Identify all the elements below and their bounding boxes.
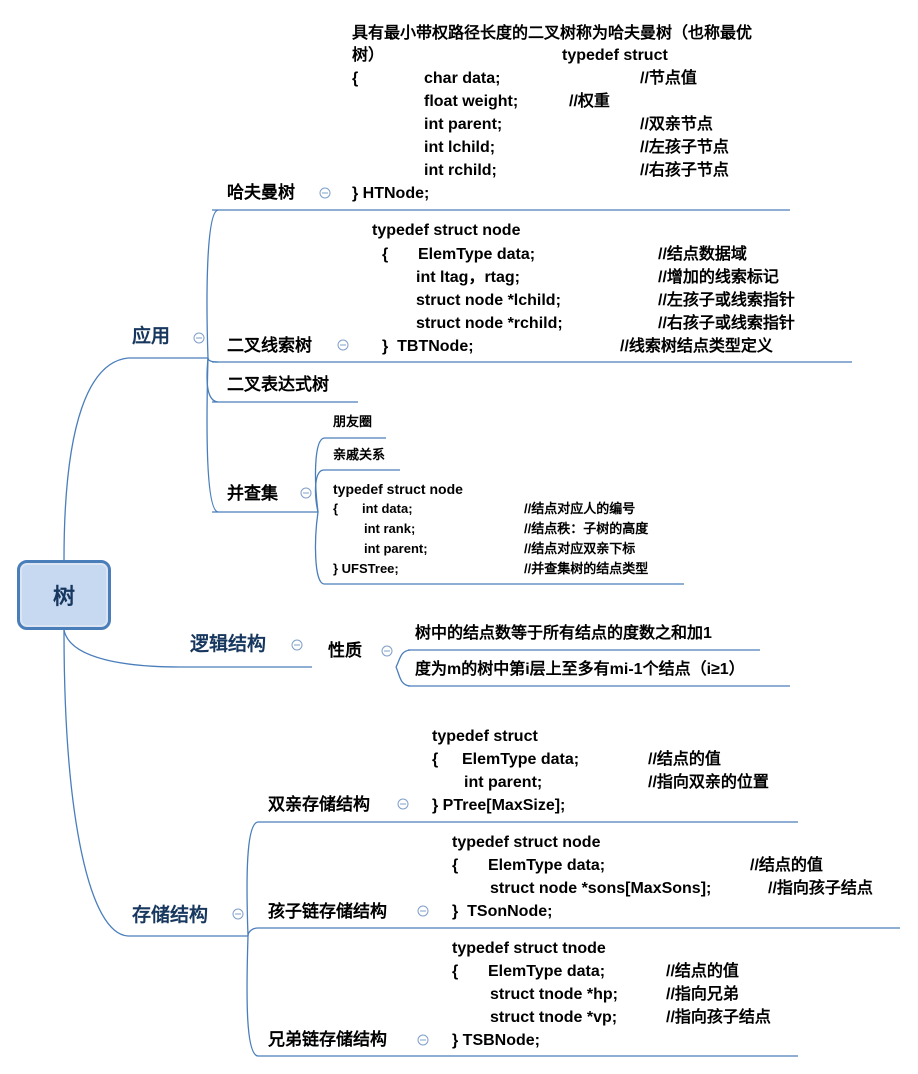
parent-line: int parent; (464, 774, 543, 791)
ufs-comment: //结点秩：子树的高度 (524, 521, 649, 536)
huffman-label[interactable]: 哈夫曼树 (227, 183, 295, 202)
parent-line: } PTree[MaxSize]; (432, 797, 566, 814)
threaded-comment: //增加的线索标记 (658, 269, 779, 286)
collapse-minus-icon[interactable] (319, 187, 331, 199)
huffman-line: int rchild; (424, 162, 497, 179)
ufs-line: } UFSTree; (333, 561, 399, 576)
threaded-line: } TBTNode; (382, 338, 474, 355)
prop-item[interactable]: 度为m的树中第i层上至多有mi-1个结点（i≥1） (415, 661, 745, 678)
collapse-minus-icon[interactable] (300, 487, 312, 499)
childlink-line: ElemType data; (488, 857, 606, 874)
ufs-line: int parent; (364, 541, 428, 556)
threaded-label[interactable]: 二叉线索树 (227, 336, 312, 355)
threaded-line: { (382, 246, 389, 263)
ufs-line: typedef struct node (333, 481, 463, 497)
collapse-minus-icon[interactable] (291, 639, 303, 651)
sibling-comment: //指向兄弟 (666, 986, 739, 1003)
huffman-line: int lchild; (424, 139, 496, 156)
collapse-minus-icon[interactable] (232, 908, 244, 920)
connector-root-storage (63, 629, 129, 937)
branch-storage-label[interactable]: 存储结构 (132, 905, 209, 926)
parent-comment: //结点的值 (648, 751, 721, 768)
childlink-storage-label[interactable]: 孩子链存储结构 (268, 902, 387, 921)
sibling-comment: //结点的值 (666, 963, 739, 980)
parent-line: { (432, 751, 439, 768)
huffman-comment: //左孩子节点 (640, 139, 729, 156)
huffman-line: 具有最小带权路径长度的二叉树称为哈夫曼树（也称最优 (352, 25, 753, 42)
ufs-line: int rank; (364, 521, 416, 536)
collapse-minus-icon[interactable] (417, 905, 429, 917)
sibling-line: struct tnode *hp; (490, 986, 618, 1003)
sibling-line: } TSBNode; (452, 1032, 540, 1049)
ufs-item[interactable]: 朋友圈 (333, 414, 373, 429)
huffman-comment: //权重 (569, 93, 610, 110)
huffman-line: int parent; (424, 116, 503, 133)
huffman-line: float weight; (424, 93, 519, 110)
sibling-line: ElemType data; (488, 963, 606, 980)
threaded-line: typedef struct node (372, 222, 521, 239)
collapse-minus-icon[interactable] (417, 1034, 429, 1046)
collapse-minus-icon[interactable] (193, 332, 205, 344)
threaded-line: ElemType data; (418, 246, 536, 263)
childlink-comment: //指向孩子结点 (768, 880, 873, 897)
huffman-line: 树） (352, 47, 385, 64)
huffman-comment: //右孩子节点 (640, 162, 729, 179)
collapse-minus-icon[interactable] (397, 798, 409, 810)
parent-line: typedef struct (432, 728, 538, 745)
childlink-comment: //结点的值 (750, 857, 823, 874)
threaded-line: struct node *lchild; (416, 292, 561, 309)
threaded-line: struct node *rchild; (416, 315, 563, 332)
branch-logic-label[interactable]: 逻辑结构 (190, 634, 267, 655)
ufs-line: int data; (362, 501, 413, 516)
childlink-line: struct node *sons[MaxSons]; (490, 880, 712, 897)
ufs-comment: //结点对应双亲下标 (524, 541, 636, 556)
parent-comment: //指向双亲的位置 (648, 774, 769, 791)
ufs-line: { (333, 501, 339, 516)
huffman-line: char data; (424, 70, 501, 87)
sibling-line: struct tnode *vp; (490, 1009, 618, 1026)
sibling-comment: //指向孩子结点 (666, 1009, 771, 1026)
connector-root-app (63, 357, 129, 561)
threaded-line: int ltag，rtag; (416, 269, 520, 286)
childlink-line: typedef struct node (452, 834, 601, 851)
childlink-line: } TSonNode; (452, 903, 553, 920)
expr-tree-label[interactable]: 二叉表达式树 (227, 375, 329, 394)
huffman-comment: //双亲节点 (640, 116, 713, 133)
threaded-comment: //线索树结点类型定义 (620, 338, 773, 355)
parent-storage-label[interactable]: 双亲存储结构 (268, 795, 370, 814)
root-label: 树 (52, 584, 75, 609)
parent-line: ElemType data; (462, 751, 580, 768)
huffman-comment: //节点值 (640, 70, 697, 87)
branch-app-label[interactable]: 应用 (132, 326, 171, 347)
threaded-comment: //左孩子或线索指针 (658, 292, 795, 309)
ufs-item[interactable]: 亲戚关系 (333, 447, 386, 462)
ufs-comment: //并查集树的结点类型 (524, 561, 649, 576)
connector-root-logic (63, 629, 181, 668)
sibling-storage-label[interactable]: 兄弟链存储结构 (268, 1030, 387, 1049)
ufs-comment: //结点对应人的编号 (524, 501, 636, 516)
huffman-line: typedef struct (562, 47, 668, 64)
sibling-line: { (452, 963, 459, 980)
collapse-minus-icon[interactable] (381, 645, 393, 657)
huffman-line: } HTNode; (352, 185, 430, 202)
threaded-comment: //结点数据域 (658, 246, 747, 263)
root-node[interactable]: 树 (17, 560, 111, 630)
threaded-comment: //右孩子或线索指针 (658, 315, 795, 332)
childlink-line: { (452, 857, 459, 874)
ufs-label[interactable]: 并查集 (227, 484, 278, 503)
huffman-line: { (352, 70, 359, 87)
prop-label[interactable]: 性质 (328, 641, 362, 660)
prop-item[interactable]: 树中的结点数等于所有结点的度数之和加1 (415, 625, 712, 642)
collapse-minus-icon[interactable] (337, 339, 349, 351)
sibling-line: typedef struct tnode (452, 940, 606, 957)
